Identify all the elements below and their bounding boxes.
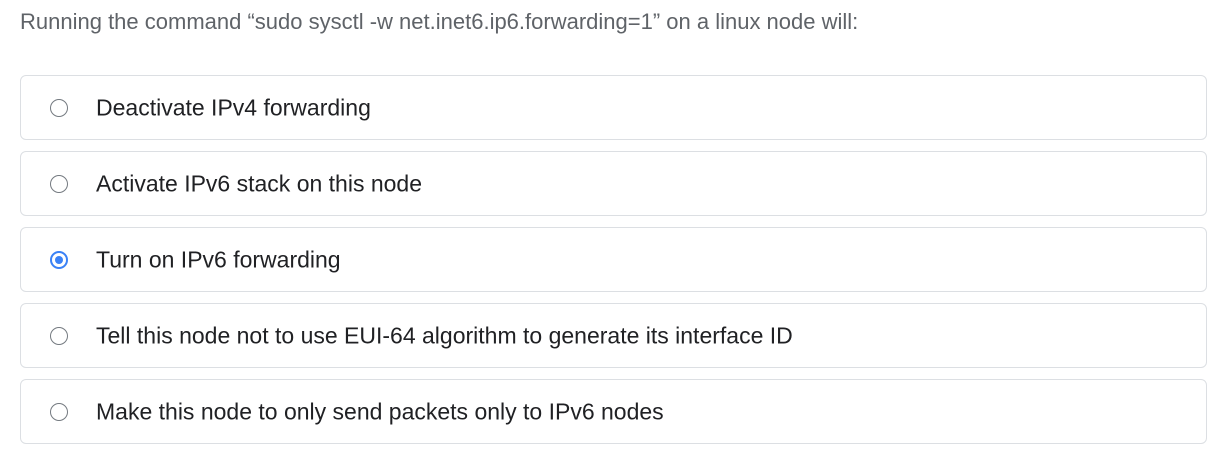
option-3-label: Turn on IPv6 forwarding	[96, 246, 341, 272]
option-4[interactable]: Tell this node not to use EUI-64 algorit…	[20, 303, 1207, 368]
option-2-label: Activate IPv6 stack on this node	[96, 170, 423, 196]
radio-button-option-1[interactable]	[50, 98, 68, 117]
option-2[interactable]: Activate IPv6 stack on this node	[20, 151, 1207, 216]
option-1[interactable]: Deactivate IPv4 forwarding	[20, 75, 1207, 140]
option-1-label: Deactivate IPv4 forwarding	[96, 94, 371, 120]
option-3[interactable]: Turn on IPv6 forwarding	[20, 227, 1207, 292]
radio-button-option-5[interactable]	[50, 402, 68, 421]
answer-options: Deactivate IPv4 forwarding Activate IPv6…	[20, 75, 1207, 455]
radio-button-option-3[interactable]	[50, 250, 68, 269]
option-5-label: Make this node to only send packets only…	[96, 398, 664, 424]
option-5[interactable]: Make this node to only send packets only…	[20, 379, 1207, 444]
option-4-label: Tell this node not to use EUI-64 algorit…	[96, 322, 793, 348]
question-text: Running the command “sudo sysctl -w net.…	[20, 9, 859, 34]
radio-button-option-2[interactable]	[50, 174, 68, 193]
radio-button-option-4[interactable]	[50, 326, 68, 345]
